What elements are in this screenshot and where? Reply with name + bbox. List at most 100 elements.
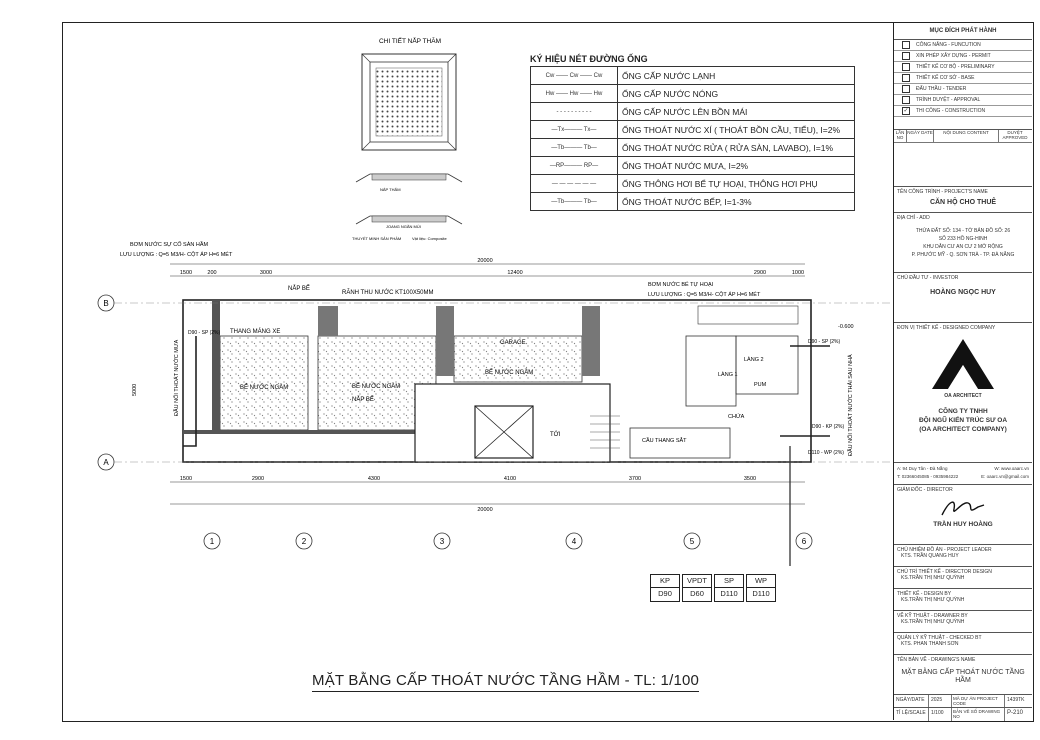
- director-name: TRẦN HUY HOÀNG: [933, 521, 993, 528]
- legend-row: - - - - - - - - - -ỐNG CẤP NƯỚC LÊN BỒN …: [530, 102, 855, 121]
- address-block: ĐỊA CHỈ - ADD THỬA ĐẤT SỐ: 134 - TỜ BẢN …: [894, 213, 1032, 273]
- legend-desc: ỐNG CẤP NƯỚC LẠNH: [617, 66, 855, 85]
- contact-web[interactable]: W: www.oaarc.vn: [994, 466, 1029, 471]
- room-label: LÀNG 2: [744, 356, 764, 363]
- legend-symbol: —RP——— RP—: [530, 156, 618, 175]
- checkbox-checked[interactable]: ✓: [902, 107, 910, 115]
- axis-5: 5: [690, 537, 695, 546]
- axis-4: 4: [572, 537, 577, 546]
- floor-plan: BƠM NƯỚC SỰ CỐ SÀN HẦM LƯU LƯỢNG : Q=5 M…: [97, 241, 890, 566]
- pipe-box-top: WP: [754, 576, 768, 585]
- address-line: SỐ 233 HỒ NG-HINH: [938, 236, 988, 242]
- purpose-item[interactable]: THIẾT KẾ CƠ SỞ - BASE: [894, 73, 1032, 84]
- detail-note-2: THUYẾT MINH SẢN PHẨM: [352, 236, 401, 241]
- legend-desc: ỐNG THÔNG HƠI BỂ TỰ HOẠI, THÔNG HƠI PHỤ: [617, 174, 855, 193]
- room-label: LÀNG 1: [718, 371, 738, 378]
- purpose-label: ĐẤU THẦU - TENDER: [916, 86, 967, 92]
- checkbox[interactable]: [902, 63, 910, 71]
- bottom-dim-5: 3500: [744, 476, 756, 482]
- room-label: CHỨA: [728, 413, 745, 420]
- purpose-title: MỤC ĐÍCH PHÁT HÀNH: [894, 22, 1032, 40]
- director-label: GIÁM ĐỐC - DIRECTOR: [897, 487, 953, 493]
- checkbox[interactable]: [902, 96, 910, 104]
- axis-2: 2: [302, 537, 307, 546]
- top-dim-0: 1500: [180, 270, 192, 276]
- investor-block: CHỦ ĐẦU TƯ - INVESTOR HOÀNG NGỌC HUY: [894, 273, 1032, 323]
- date-label: NGÀY/DATE: [894, 695, 929, 707]
- purpose-label: THI CÔNG - CONSTRUCTION: [916, 108, 986, 114]
- room-label: PUM: [754, 382, 767, 388]
- side-left-label: ĐẦU NỐI THOÁT NƯỚC MƯA: [173, 339, 180, 416]
- contact-phone: T: 02366045085 - 0935984222: [897, 474, 959, 479]
- room-label: BỂ NƯỚC NGẦM: [240, 384, 288, 391]
- rev-col: DUYỆT APPROVED: [1002, 130, 1028, 140]
- axis-3: 3: [440, 537, 445, 546]
- room-label: BỂ NƯỚC NGẦM: [352, 383, 400, 390]
- legend-symbol: —Tx——— Tx—: [530, 120, 618, 139]
- purpose-item[interactable]: ĐẤU THẦU - TENDER: [894, 84, 1032, 95]
- purpose-item[interactable]: ✓ THI CÔNG - CONSTRUCTION: [894, 106, 1032, 117]
- legend-desc: ỐNG THOÁT NƯỚC MƯA, I=2%: [617, 156, 855, 175]
- room-label: GARAGE: [500, 340, 526, 346]
- purpose-item[interactable]: THIẾT KẾ CƠ BỘ - PRELIMINARY: [894, 62, 1032, 73]
- purpose-item[interactable]: TRÌNH DUYỆT - APPROVAL: [894, 95, 1032, 106]
- top-total-dim: 20000: [477, 258, 492, 264]
- staff-role: VẼ KỸ THUẬT - DRAWNER BY: [897, 613, 968, 619]
- purpose-label: XIN PHÉP XÂY DỰNG - PERMIT: [916, 53, 991, 59]
- purpose-item[interactable]: CÔNG NĂNG - FUNCUTION: [894, 40, 1032, 51]
- address-label: ĐỊA CHỈ - ADD: [897, 215, 930, 221]
- top-dim-3: 12400: [507, 270, 522, 276]
- pipe-note: D90 - KP (2%): [812, 424, 844, 430]
- legend-desc: ỐNG THOÁT NƯỚC XÍ ( THOÁT BỒN CẦU, TIỂU)…: [617, 120, 855, 139]
- detail-note-3: Vật liệu: Composite: [412, 236, 447, 241]
- bottom-dim-2: 4300: [368, 476, 380, 482]
- signature-icon: [941, 501, 985, 516]
- bottom-dim-0: 1500: [180, 476, 192, 482]
- contact-email[interactable]: E: oaarc.vn@gmail.com: [981, 474, 1029, 479]
- pipe-box-bottom: D90: [651, 587, 679, 600]
- room-label: CẦU THANG SẮT: [642, 436, 687, 444]
- detail-note-0: NẮP THĂM: [380, 187, 401, 192]
- code-value: 1439TK: [1007, 697, 1025, 703]
- pump-left-label: BƠM NƯỚC SỰ CỐ SÀN HẦM: [130, 241, 209, 248]
- title-block: MỤC ĐÍCH PHÁT HÀNH CÔNG NĂNG - FUNCUTION…: [893, 22, 1032, 721]
- purpose-label: TRÌNH DUYỆT - APPROVAL: [916, 97, 981, 103]
- scale-row: TỈ LỆ/SCALE 1/100 BẢN VẼ SỐ DRAWING NO P…: [894, 708, 1032, 721]
- side-dim: 5000: [132, 384, 138, 396]
- address-line: THỬA ĐẤT SỐ: 134 - TỜ BẢN ĐỒ SỐ: 26: [915, 228, 1011, 234]
- checkbox[interactable]: [902, 74, 910, 82]
- legend-symbol: — — — — — —: [530, 174, 618, 193]
- sheet-label: BẢN VẼ SỐ DRAWING NO: [952, 708, 1005, 721]
- room-label: BỂ NƯỚC NGẦM: [485, 369, 533, 376]
- pipe-box-top: KP: [659, 576, 670, 585]
- lid-detail: CHI TIẾT NẮP THĂM NẮP THĂM JOANG NGĂN MÙ…: [352, 35, 463, 241]
- bottom-dim-4: 3700: [629, 476, 641, 482]
- axis-6: 6: [802, 537, 807, 546]
- purpose-item[interactable]: XIN PHÉP XÂY DỰNG - PERMIT: [894, 51, 1032, 62]
- drawing-title: MẶT BẰNG CẤP THOÁT NƯỚC TẦNG HẦM - TL: 1…: [312, 672, 700, 692]
- purpose-label: THIẾT KẾ CƠ SỞ - BASE: [916, 75, 975, 81]
- pipe-box-bottom: D110: [715, 587, 743, 600]
- pipe-box: KP D90: [650, 574, 680, 602]
- checkbox[interactable]: [902, 52, 910, 60]
- axis-a: A: [103, 458, 109, 467]
- bottom-dim-1: 2900: [252, 476, 264, 482]
- company-block: ĐƠN VỊ THIẾT KẾ - DESIGNED COMPANY OA AR…: [894, 323, 1032, 463]
- date-value: 2025: [929, 695, 952, 707]
- legend-symbol: Cw —— Cw —— Cw: [530, 66, 618, 85]
- checkbox[interactable]: [902, 85, 910, 93]
- legend-desc: ỐNG CẤP NƯỚC NÓNG: [617, 84, 855, 103]
- project-block: TÊN CÔNG TRÌNH - PROJECT'S NAME CĂN HỘ C…: [894, 187, 1032, 213]
- legend-symbol: —Tb——— Tb—: [530, 138, 618, 157]
- checkbox[interactable]: [902, 41, 910, 49]
- sheet-number: P-210: [1007, 710, 1024, 716]
- scale-value: 1/100: [929, 708, 952, 721]
- room-label: NẮP BỂ: [352, 395, 374, 403]
- project-label: TÊN CÔNG TRÌNH - PROJECT'S NAME: [897, 189, 988, 195]
